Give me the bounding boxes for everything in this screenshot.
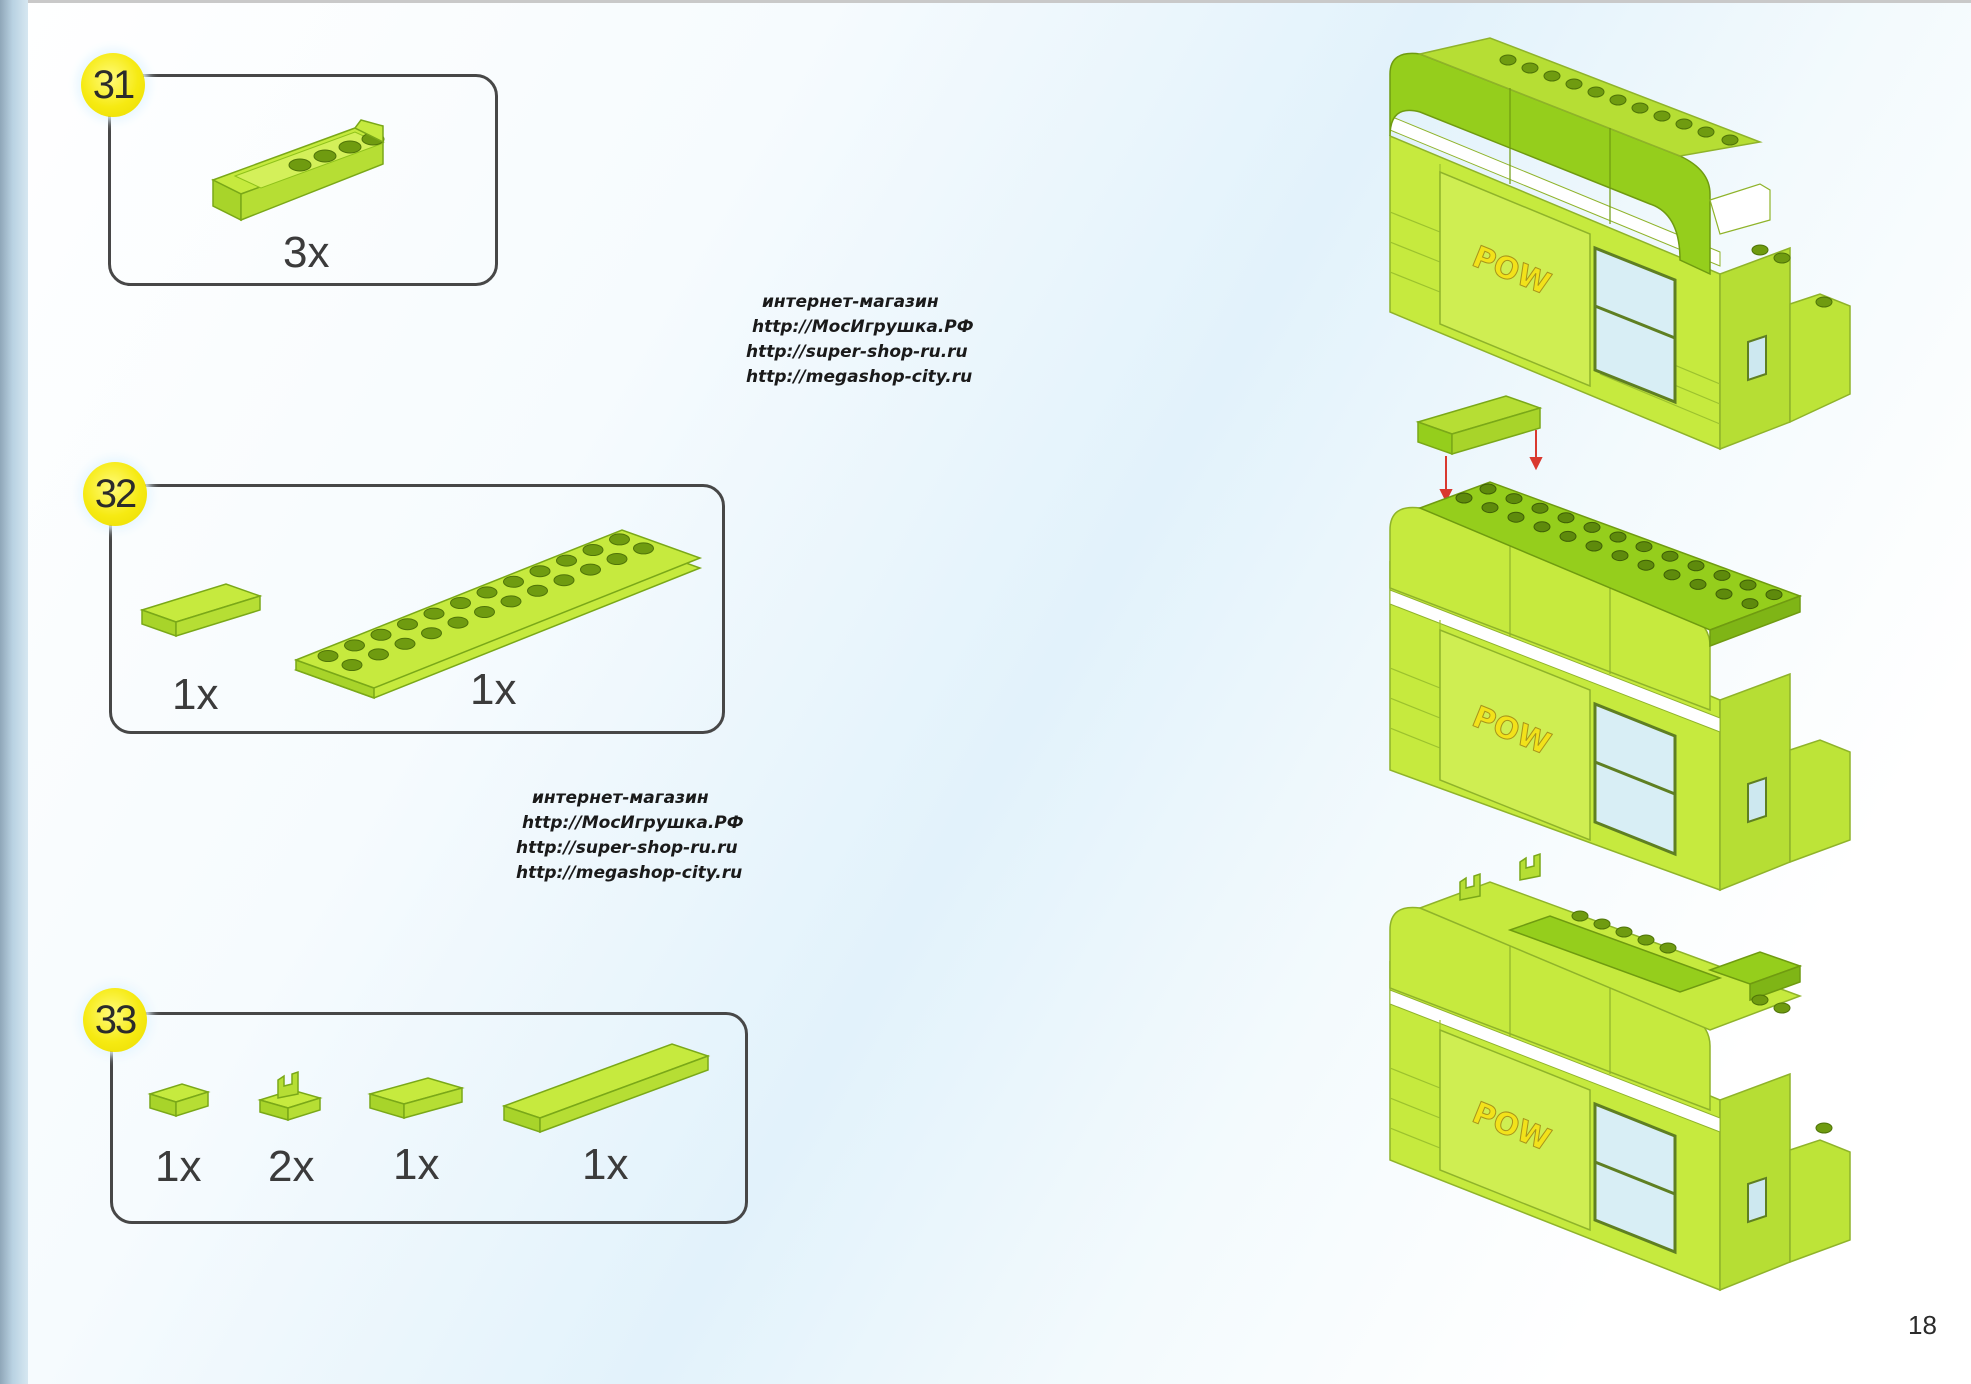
- stud: [503, 575, 524, 588]
- stud: [1765, 589, 1783, 601]
- watermark-line: интернет-магазин: [532, 788, 709, 808]
- stud: [397, 618, 418, 631]
- tile-1x6-icon: [501, 1043, 711, 1134]
- slope-brick-icon: [211, 119, 385, 222]
- stud: [527, 584, 548, 597]
- stud: [368, 648, 389, 661]
- tile-1x1-icon: [147, 1083, 211, 1118]
- stud: [474, 606, 495, 618]
- stud: [1559, 530, 1577, 542]
- stud: [1713, 569, 1731, 581]
- stud: [1715, 588, 1733, 600]
- stud: [1635, 541, 1653, 553]
- watermark-line: http://super-shop-ru.ru: [746, 342, 968, 362]
- model-step-32: POW: [1389, 481, 1851, 892]
- stud: [341, 659, 363, 671]
- stud: [556, 554, 577, 567]
- stud: [1557, 512, 1575, 524]
- step-33-parts-box: [110, 1012, 748, 1224]
- page-number: 18: [1908, 1310, 1937, 1340]
- watermark-line: http://МосИгрушка.РФ: [752, 317, 974, 337]
- plate-2x12-icon: [293, 529, 703, 700]
- step-32-qty-tile: 1x: [172, 670, 219, 719]
- stud: [1637, 559, 1655, 571]
- tile-arrow-indicator: [1415, 395, 1543, 503]
- stud: [1479, 483, 1497, 495]
- watermark-line: интернет-магазин: [762, 292, 939, 312]
- stud: [1741, 598, 1759, 610]
- stud: [1663, 569, 1681, 581]
- stud: [476, 586, 498, 599]
- stud: [370, 628, 392, 641]
- stud: [1481, 502, 1499, 514]
- step-33-qty-tile-1x2: 1x: [393, 1140, 440, 1189]
- watermark-line: http://megashop-city.ru: [746, 367, 973, 387]
- stud: [553, 574, 575, 587]
- stud: [1739, 579, 1757, 591]
- tile-1x2-icon: [139, 583, 263, 638]
- watermark-line: http://super-shop-ru.ru: [516, 838, 738, 858]
- stud: [1507, 511, 1525, 523]
- stud: [344, 639, 365, 652]
- watermark-lower: интернет-магазин http://МосИгрушка.РФ ht…: [516, 786, 744, 886]
- stud: [421, 627, 442, 640]
- stud: [1455, 492, 1473, 504]
- step-31-qty-slope: 3x: [283, 228, 330, 277]
- book-spine: [0, 0, 28, 1384]
- model-step-33: POW: [1389, 852, 1851, 1292]
- watermark-line: http://МосИгрушка.РФ: [522, 813, 744, 833]
- page-top-edge: [28, 0, 1971, 3]
- stud: [1611, 550, 1629, 562]
- stud: [317, 650, 339, 662]
- step-33-qty-tile-1x1: 1x: [155, 1142, 202, 1191]
- step-33-number: 33: [83, 988, 147, 1052]
- step-32-number: 32: [83, 462, 147, 526]
- step-32-parts-box: [109, 484, 725, 734]
- stud: [1533, 521, 1551, 533]
- stud: [1531, 502, 1549, 514]
- stud: [447, 616, 469, 629]
- stud: [609, 533, 630, 546]
- stud: [1609, 531, 1627, 543]
- stud: [529, 565, 551, 578]
- stud: [423, 607, 445, 620]
- step-31-number: 31: [81, 53, 145, 117]
- step-33-qty-tile-1x6: 1x: [582, 1140, 629, 1189]
- clip-plate-icon: [257, 1070, 323, 1122]
- watermark-line: http://megashop-city.ru: [516, 863, 743, 883]
- stud: [633, 542, 654, 555]
- stud: [606, 553, 628, 565]
- stud: [1505, 493, 1523, 505]
- stud: [1585, 540, 1603, 552]
- stud: [1689, 578, 1707, 590]
- step-31-parts-box: [108, 74, 498, 286]
- tile-1x2-icon-b: [367, 1077, 465, 1120]
- stud: [1661, 550, 1679, 562]
- step-32-qty-plate: 1x: [470, 665, 517, 714]
- stud: [500, 595, 522, 608]
- model-step-31: POW: [1389, 37, 1851, 451]
- stud: [582, 544, 604, 556]
- stud: [1687, 560, 1705, 572]
- stud: [394, 637, 416, 650]
- watermark-upper: интернет-магазин http://МосИгрушка.РФ ht…: [746, 290, 974, 390]
- stud: [580, 563, 601, 576]
- step-33-qty-clip: 2x: [268, 1142, 315, 1191]
- stud: [1583, 521, 1601, 533]
- stud: [450, 597, 471, 609]
